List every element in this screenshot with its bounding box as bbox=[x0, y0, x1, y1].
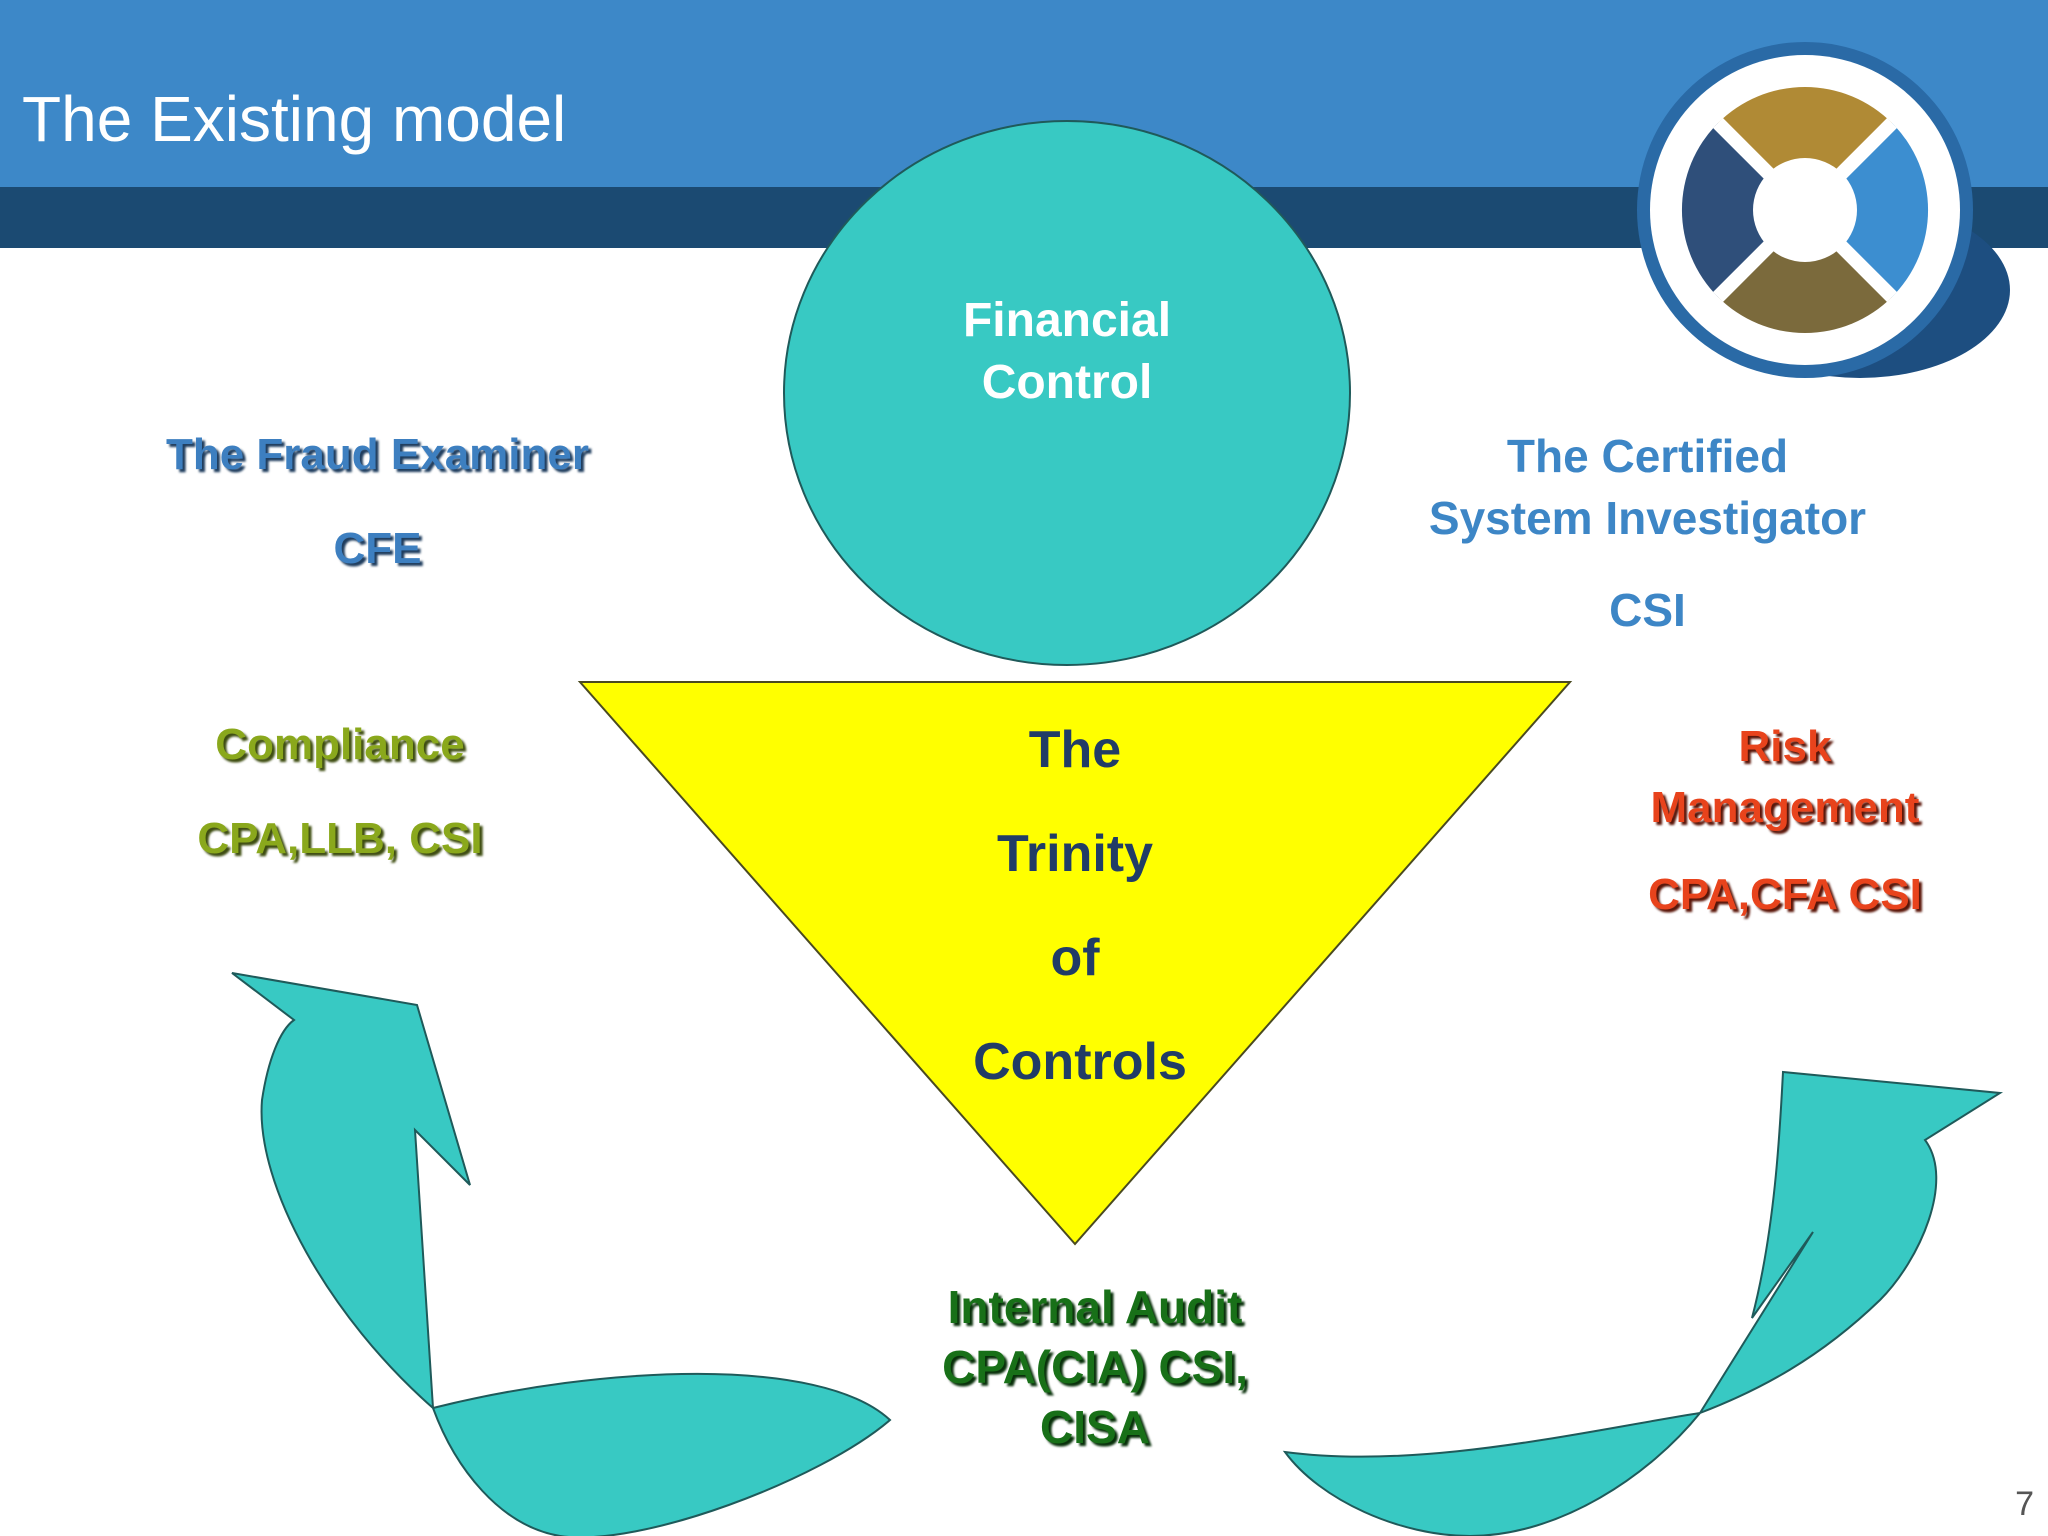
risk-line1: Risk bbox=[1738, 722, 1832, 771]
risk-management-label: Risk Management CPA,CFA CSI bbox=[1585, 716, 1985, 925]
page-number: 7 bbox=[2015, 1485, 2034, 1523]
financial-control-line1: Financial bbox=[962, 294, 1172, 347]
fraud-examiner-label: The Fraud Examiner CFE bbox=[100, 408, 655, 596]
csi-line1: The Certified bbox=[1506, 430, 1789, 482]
audit-line2: CPA(CIA) CSI, bbox=[942, 1341, 1248, 1393]
financial-control-line2: Control bbox=[981, 356, 1153, 409]
trinity-line2: Trinity bbox=[996, 825, 1154, 883]
financial-control-circle bbox=[783, 120, 1351, 666]
left-curved-arrow bbox=[231, 972, 892, 1536]
csi-line2: System Investigator bbox=[1428, 492, 1867, 544]
logo-emblem bbox=[1637, 42, 2010, 378]
fraud-examiner-line1: The Fraud Examiner bbox=[165, 430, 589, 479]
risk-line2: Management bbox=[1650, 783, 1920, 832]
compliance-label: Compliance CPA,LLB, CSI bbox=[140, 698, 540, 886]
internal-audit-label: Internal Audit CPA(CIA) CSI, CISA bbox=[880, 1277, 1310, 1457]
trinity-line3: of bbox=[1050, 929, 1100, 987]
csi-label: The Certified System Investigator CSI bbox=[1385, 425, 1910, 641]
fraud-examiner-line2: CFE bbox=[333, 524, 422, 573]
trinity-label: The Trinity of Controls bbox=[925, 698, 1225, 1114]
compliance-line1: Compliance bbox=[215, 720, 465, 769]
right-curved-arrow bbox=[1282, 1070, 2004, 1536]
financial-control-label: Financial Control bbox=[917, 290, 1217, 414]
trinity-line1: The bbox=[1028, 721, 1122, 779]
audit-line1: Internal Audit bbox=[947, 1281, 1243, 1333]
trinity-line4: Controls bbox=[973, 1033, 1187, 1091]
compliance-line2: CPA,LLB, CSI bbox=[197, 814, 483, 863]
risk-line3: CPA,CFA CSI bbox=[1648, 870, 1922, 919]
trinity-triangle bbox=[577, 681, 1573, 1246]
csi-line3: CSI bbox=[1609, 584, 1686, 636]
slide-title: The Existing model bbox=[22, 83, 567, 155]
audit-line3: CISA bbox=[1040, 1401, 1150, 1453]
